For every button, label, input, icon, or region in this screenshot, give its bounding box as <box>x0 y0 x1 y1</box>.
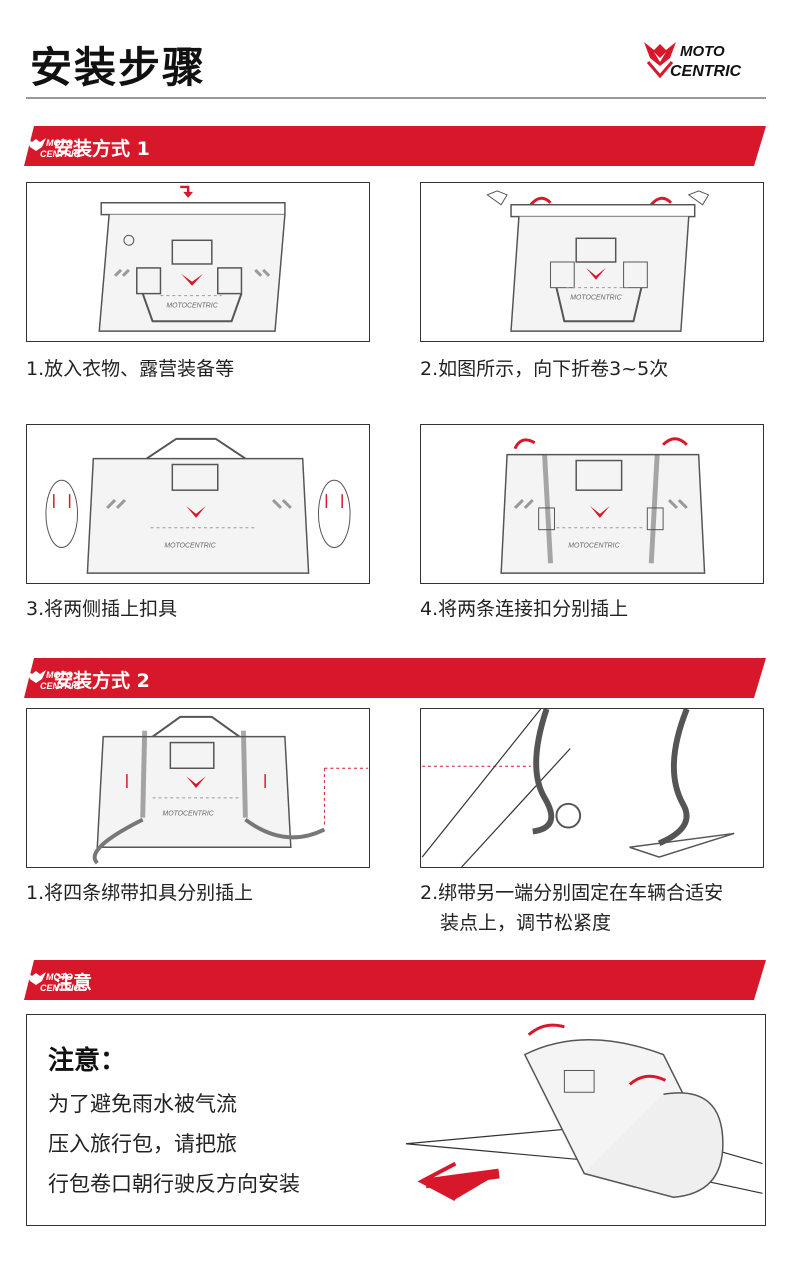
svg-text:MOTO: MOTO <box>46 670 73 680</box>
note-box <box>26 1014 766 1226</box>
section2-step1-caption: 1.将四条绑带扣具分别插上 <box>26 882 254 904</box>
section1-banner: 安装方式 1 MOTO CENTRIC <box>24 126 766 166</box>
section1-step1-caption: 1.放入衣物、露营装备等 <box>26 358 235 380</box>
section1-step3-caption: 3.将两侧插上扣具 <box>26 598 178 620</box>
section2-step2-caption-line1: 2.绑带另一端分别固定在车辆合适安 <box>420 882 724 904</box>
note-title: 注意： <box>48 1046 127 1076</box>
banner-logo-icon: MOTO CENTRIC <box>26 972 80 993</box>
section3-banner-label: 注意 <box>54 972 93 994</box>
page-title: 安装步骤 <box>30 43 207 92</box>
bag-open-drawing: MOTOCENTRIC <box>98 185 286 332</box>
logo-line2: CENTRIC <box>670 63 742 80</box>
method2-step1-illustration: MOTOCENTRIC <box>26 708 370 868</box>
svg-text:MOTOCENTRIC: MOTOCENTRIC <box>166 302 218 309</box>
svg-text:MOTOCENTRIC: MOTOCENTRIC <box>570 295 622 302</box>
section2-banner-label: 安装方式 2 <box>54 670 150 692</box>
svg-text:CENTRIC: CENTRIC <box>40 149 80 159</box>
banner-logo-icon: MOTO CENTRIC <box>26 138 80 159</box>
step3-illustration: MOTOCENTRIC <box>26 424 370 584</box>
section3-banner: 注意 MOTO CENTRIC <box>24 960 766 1000</box>
strap-anchor-drawing <box>421 709 735 867</box>
svg-text:MOTOCENTRIC: MOTOCENTRIC <box>568 542 620 549</box>
logo-line1: MOTO <box>680 43 725 60</box>
bag-fold-drawing: MOTOCENTRIC <box>486 190 710 332</box>
step4-illustration: MOTOCENTRIC <box>420 424 764 584</box>
method2-step2-illustration <box>420 708 764 868</box>
bag-on-seat-drawing <box>405 1023 763 1201</box>
section2-banner: 安装方式 2 MOTO CENTRIC <box>24 658 766 698</box>
straps-buckled-drawing: MOTOCENTRIC <box>92 715 368 865</box>
svg-text:MOTO: MOTO <box>46 972 73 982</box>
side-buckles-drawing: MOTOCENTRIC <box>45 437 351 574</box>
section1-step4-caption: 4.将两条连接扣分别插上 <box>420 598 629 620</box>
svg-text:MOTOCENTRIC: MOTOCENTRIC <box>162 811 214 818</box>
top-buckles-drawing: MOTOCENTRIC <box>500 437 706 574</box>
section2-step2-caption-line2: 装点上，调节松紧度 <box>440 912 612 934</box>
note-line-3: 行包卷口朝行驶反方向安装 <box>48 1172 300 1196</box>
note-line-1: 为了避免雨水被气流 <box>48 1092 237 1116</box>
svg-text:CENTRIC: CENTRIC <box>40 983 80 993</box>
note-line-2: 压入旅行包，请把旅 <box>48 1132 237 1156</box>
section1-step2-caption: 2.如图所示，向下折卷3~5次 <box>420 358 669 380</box>
step1-illustration: MOTOCENTRIC <box>26 182 370 342</box>
step2-illustration: MOTOCENTRIC <box>420 182 764 342</box>
svg-text:MOTOCENTRIC: MOTOCENTRIC <box>164 542 216 549</box>
section1-banner-label: 安装方式 1 <box>54 138 150 160</box>
banner-logo-icon: MOTO CENTRIC <box>26 670 80 691</box>
header-divider <box>26 97 766 99</box>
svg-text:MOTO: MOTO <box>46 138 73 148</box>
moto-centric-logo: MOTO CENTRIC <box>644 42 742 80</box>
svg-text:CENTRIC: CENTRIC <box>40 681 80 691</box>
